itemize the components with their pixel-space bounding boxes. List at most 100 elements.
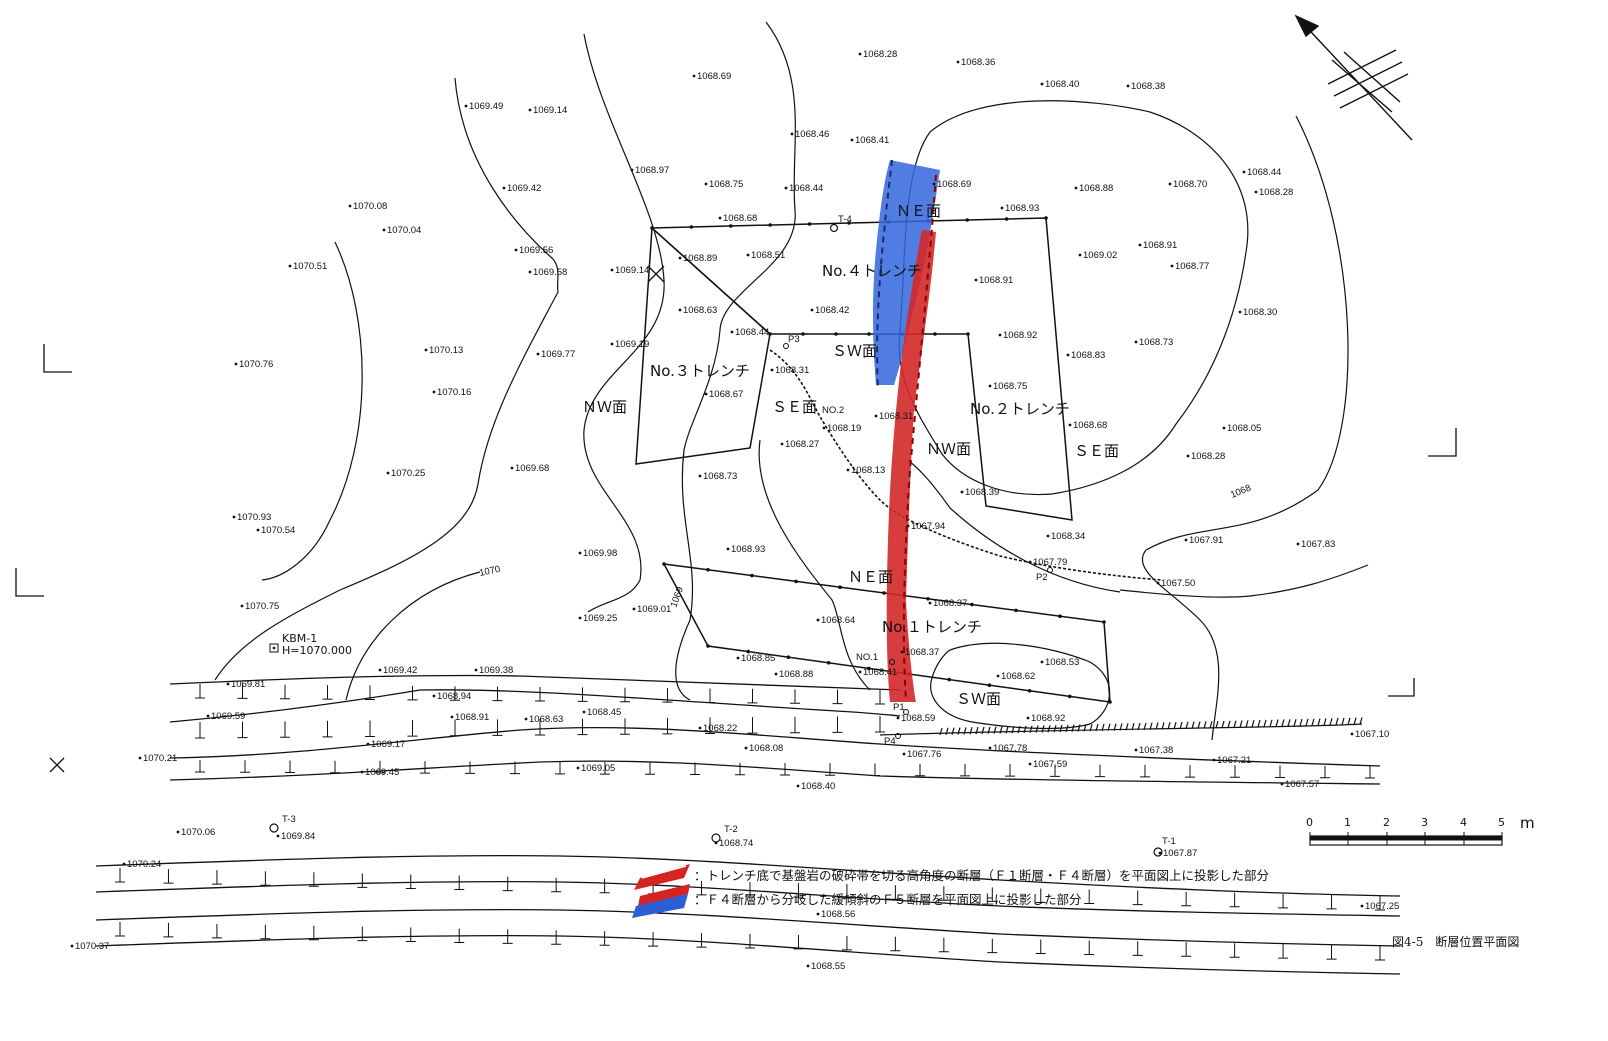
road-slope-ticks <box>115 684 1385 961</box>
elevation-dot <box>432 694 436 698</box>
elevation-dot <box>514 248 518 252</box>
slope-tick <box>890 936 901 952</box>
slope-tick <box>115 868 125 883</box>
scarp-tick <box>1083 724 1087 732</box>
elevation-label: 1068.27 <box>785 439 819 450</box>
slope-tick <box>645 762 655 775</box>
slope-tick <box>492 686 503 702</box>
legend-swatch-blue-top <box>638 884 690 906</box>
scarp-tick <box>1005 726 1009 734</box>
slope-tick <box>551 930 562 945</box>
scarp-tick <box>1353 717 1357 725</box>
scarp-tick <box>1203 721 1207 729</box>
elevation-dot <box>386 471 390 475</box>
slope-tick <box>648 932 659 947</box>
elevation-dot <box>256 528 260 532</box>
slope-tick <box>551 877 562 893</box>
fault-f5-blue <box>873 160 940 385</box>
contour-lines <box>214 21 1369 741</box>
face-label-no1-sw: ＳＷ面 <box>956 690 1001 708</box>
elevation-label: 1068.89 <box>683 253 717 264</box>
elevation-label: 1068.28 <box>1259 187 1293 198</box>
slope-tick <box>330 760 340 774</box>
elevation-label: 1069.42 <box>507 183 541 194</box>
station-p2-label: P2 <box>1036 572 1048 583</box>
elevation-dot <box>816 912 820 916</box>
scarp-tick <box>1137 722 1141 731</box>
elevation-dot <box>1360 904 1364 908</box>
slope-tick <box>599 931 610 946</box>
elevation-dot <box>610 342 614 346</box>
scarp-tick <box>1065 724 1069 733</box>
slope-tick <box>600 762 610 775</box>
elevation-label: 1070.51 <box>293 261 327 272</box>
scarp-tick <box>1161 722 1165 730</box>
elevation-label: 1068.37 <box>933 598 967 609</box>
elevation-label: 1069.01 <box>637 604 671 615</box>
elevation-label: 1070.21 <box>143 753 177 764</box>
scale-unit: m <box>1520 814 1535 832</box>
elevation-label: 1067.76 <box>907 749 941 760</box>
elevation-dot <box>988 384 992 388</box>
elevation-label: 1068.34 <box>1051 531 1085 542</box>
slope-tick <box>454 875 465 891</box>
elevation-label: 1068.63 <box>529 714 563 725</box>
scarp-tick <box>1209 721 1213 729</box>
elevation-dot <box>770 368 774 372</box>
elevation-label: 1067.91 <box>1189 535 1223 546</box>
scarp-tick <box>1293 718 1297 727</box>
scale-tick-2: 2 <box>1383 816 1390 829</box>
scarp-tick <box>1047 725 1051 733</box>
station-p2-marker <box>1047 567 1053 573</box>
slope-tick <box>322 720 333 738</box>
elevation-dot <box>1242 170 1246 174</box>
elevation-dot <box>1026 716 1030 720</box>
scarp-tick <box>1077 724 1081 732</box>
legend: ：トレンチ底で基盤岩の破砕帯を切る高角度の断層（Ｆ１断層・Ｆ４断層）を平面図上に… <box>632 864 1269 918</box>
slope-tick <box>662 688 673 703</box>
elevation-label: 1068.05 <box>1227 423 1261 434</box>
slope-tick <box>280 684 290 700</box>
station-t4-marker <box>829 223 839 233</box>
elevation-label: 1068.37 <box>905 647 939 658</box>
slope-tick <box>1035 888 1046 903</box>
elevation-dot <box>578 551 582 555</box>
scarp-tick <box>1149 722 1153 730</box>
elevation-label: 1069.59 <box>211 711 245 722</box>
north-arrow-icon <box>1294 14 1413 141</box>
elevation-dot <box>858 52 862 56</box>
elevation-label: 1068.70 <box>1173 179 1207 190</box>
elevation-dot <box>810 308 814 312</box>
elevation-label: 1067.50 <box>1161 578 1195 589</box>
elevation-dot <box>578 616 582 620</box>
trench-point <box>1102 620 1106 624</box>
elevation-label: 1067.94 <box>911 521 945 532</box>
slope-tick <box>696 880 707 896</box>
elevation-label: 1067.59 <box>1033 759 1067 770</box>
trench-point <box>662 562 666 566</box>
elevation-dot <box>510 466 514 470</box>
elevation-label: 1068.08 <box>749 743 783 754</box>
face-label-no3-nw: ＮＷ面 <box>582 398 627 416</box>
slope-tick <box>1140 764 1150 778</box>
elevation-label: 1067.78 <box>993 743 1027 754</box>
elevation-dot <box>528 270 532 274</box>
elevation-dot <box>1184 538 1188 542</box>
slope-tick <box>841 884 852 899</box>
elevation-dot <box>1170 264 1174 268</box>
benchmark-marker <box>269 643 279 653</box>
scarp-tick <box>1227 720 1231 728</box>
trench-label-no3: No.３トレンチ <box>650 362 750 380</box>
trench-point <box>689 225 694 229</box>
trench-point <box>768 332 772 336</box>
elevation-label: 1068.41 <box>863 667 897 678</box>
trench-point <box>826 661 831 665</box>
elevation-dot <box>996 674 1000 678</box>
elevation-label: 1068.38 <box>1131 81 1165 92</box>
slope-tick <box>690 762 700 776</box>
elevation-dot <box>896 716 900 720</box>
face-label-no3-se: ＳＥ面 <box>772 398 817 416</box>
elevation-dot <box>902 752 906 756</box>
elevation-dot <box>1040 660 1044 664</box>
station-t3-label: T-3 <box>282 814 296 825</box>
